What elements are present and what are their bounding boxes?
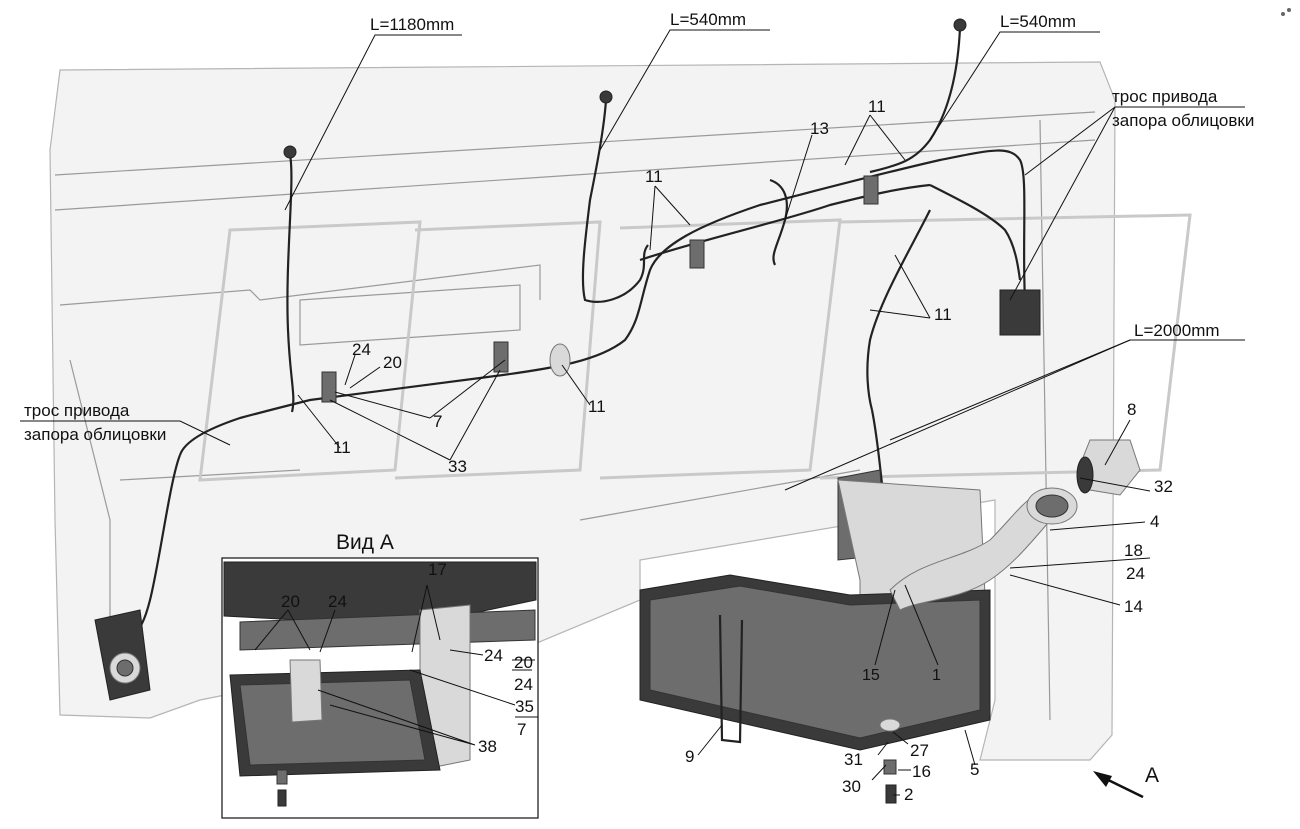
callout-27: 27 xyxy=(910,741,929,760)
callout-11-right: 11 xyxy=(934,305,952,324)
callout-11-clip: 11 xyxy=(588,397,606,416)
length-label-right: L=540mm xyxy=(1000,12,1076,31)
cable-label-left-line2: запора облицовки xyxy=(24,425,166,444)
length-label-middle: L=540mm xyxy=(670,10,746,29)
inset-view-a: Вид А 17 20 24 24 20 24 35 7 38 xyxy=(221,531,539,819)
callout-11-left: 11 xyxy=(333,438,351,457)
callout-9: 9 xyxy=(685,747,694,766)
callout-1: 1 xyxy=(932,667,941,684)
callout-24-inset-c: 24 xyxy=(514,675,533,694)
cable-label-right-line2: запора облицовки xyxy=(1112,111,1254,130)
callout-4: 4 xyxy=(1150,512,1159,531)
length-label-left: L=1180mm xyxy=(370,15,454,34)
corner-mark-icon xyxy=(1281,8,1291,16)
callout-11-top: 11 xyxy=(868,97,886,116)
length-labels: L=1180mm L=540mm L=540mm L=2000mm xyxy=(284,10,1245,491)
callout-17: 17 xyxy=(428,560,447,579)
callout-8: 8 xyxy=(1127,400,1136,419)
callout-2: 2 xyxy=(904,785,913,804)
callout-11-mid: 11 xyxy=(645,167,663,186)
callout-35: 35 xyxy=(515,697,534,716)
callout-30: 30 xyxy=(842,777,861,796)
callout-24-inset: 24 xyxy=(328,592,347,611)
cable-label-left-line1: трос привода xyxy=(24,401,130,420)
callout-24-inset-b: 24 xyxy=(484,646,503,665)
callout-7-main: 7 xyxy=(433,412,442,431)
length-label-bottom: L=2000mm xyxy=(1134,321,1220,340)
callout-24-tank: 24 xyxy=(1126,564,1145,583)
callout-5: 5 xyxy=(970,760,979,779)
cable-label-right-line1: трос привода xyxy=(1112,87,1218,106)
callout-16: 16 xyxy=(912,762,931,781)
callout-20-main: 20 xyxy=(383,353,402,372)
callout-20-inset-b: 20 xyxy=(514,653,533,672)
view-a-arrow: A xyxy=(1093,764,1159,799)
callout-14: 14 xyxy=(1124,597,1143,616)
washer-tank xyxy=(639,439,1141,804)
callout-24-main: 24 xyxy=(352,340,371,359)
callout-32: 32 xyxy=(1154,477,1173,496)
callout-13: 13 xyxy=(810,119,829,138)
watermark xyxy=(198,213,1192,482)
callout-15: 15 xyxy=(862,667,880,684)
clips-and-knobs xyxy=(283,18,1041,403)
callout-7-inset: 7 xyxy=(517,720,526,739)
left-latch xyxy=(94,609,151,701)
cable-labels: трос привода запора облицовки трос приво… xyxy=(20,87,1254,446)
callout-20-inset: 20 xyxy=(281,592,300,611)
view-arrow-label: A xyxy=(1145,764,1159,787)
callout-18: 18 xyxy=(1124,541,1143,560)
callout-31: 31 xyxy=(844,750,863,769)
inset-title: Вид А xyxy=(336,531,394,554)
callout-33: 33 xyxy=(448,457,467,476)
callouts-main: 11 13 11 11 11 11 24 20 7 33 8 32 4 18 2… xyxy=(297,97,1173,804)
callout-38: 38 xyxy=(478,737,497,756)
